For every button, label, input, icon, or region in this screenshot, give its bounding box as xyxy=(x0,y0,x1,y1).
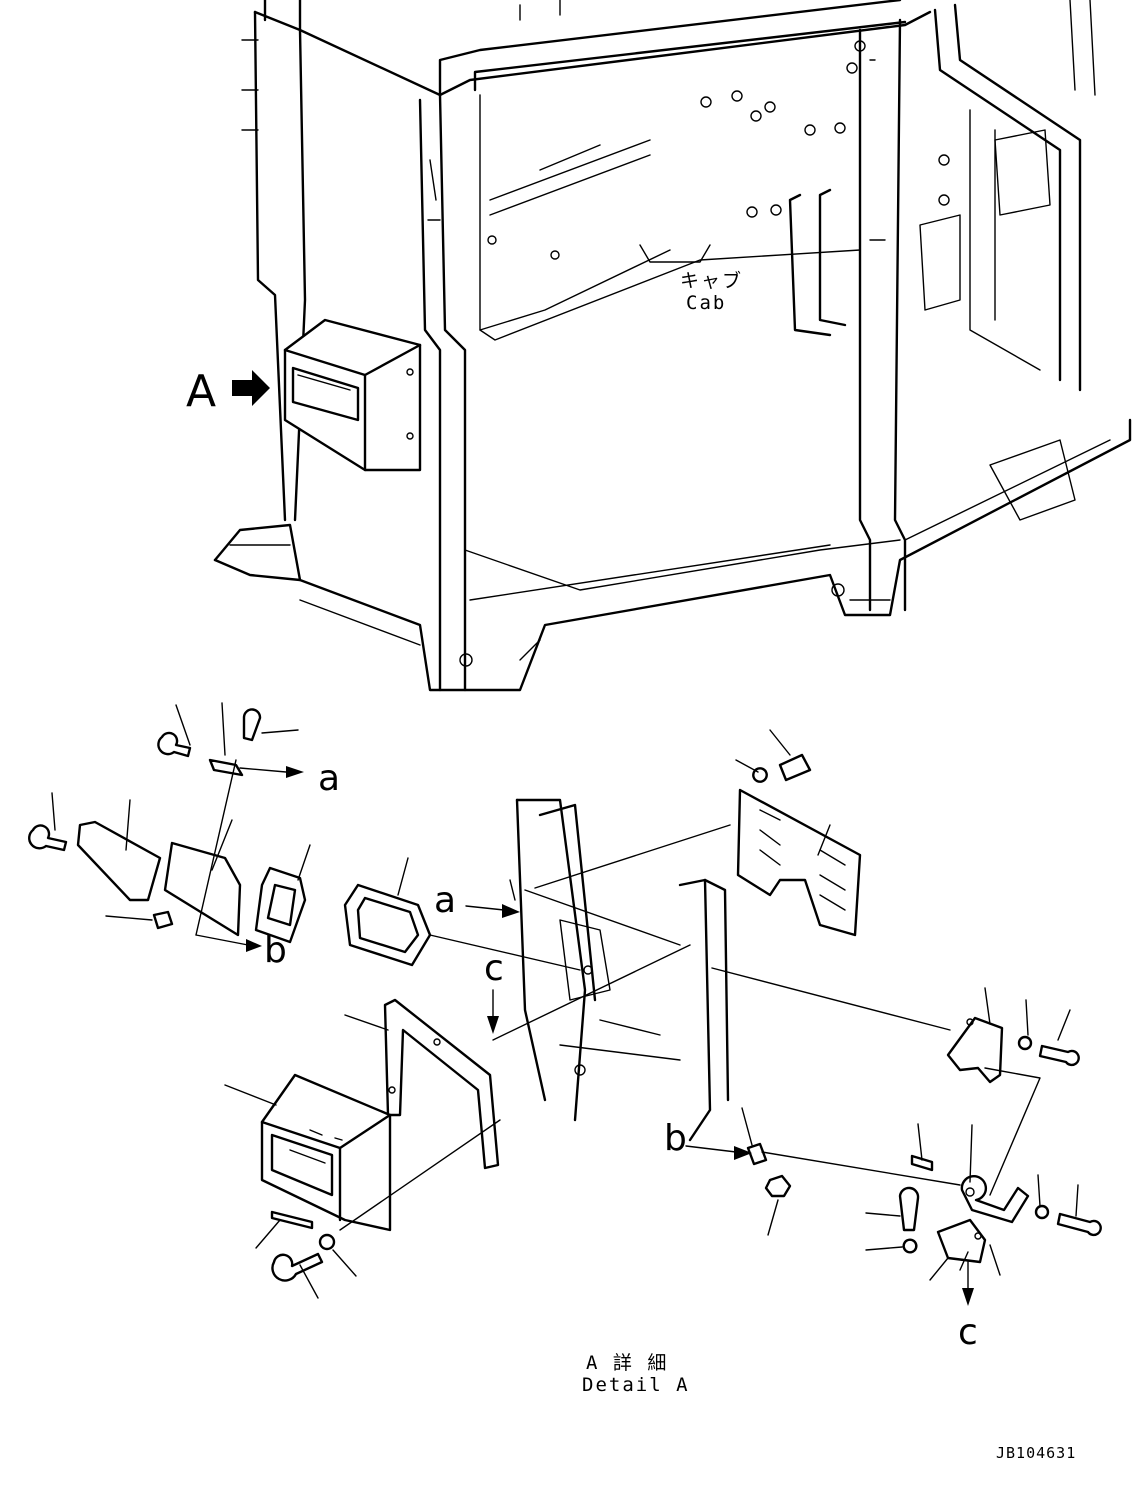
mounted-box xyxy=(283,318,422,472)
detail-label-jp: A 詳 細 xyxy=(586,1352,669,1374)
arrow-a-head xyxy=(286,766,304,778)
cab-label-jp: キャブ xyxy=(680,270,744,292)
ref-b-right: b xyxy=(664,1118,687,1159)
detail-label-en: Detail A xyxy=(582,1374,690,1396)
latch-assembly xyxy=(685,1107,1102,1306)
right-cover-plate xyxy=(735,729,862,937)
left-cover-plates xyxy=(28,759,262,952)
arrow-b-head-left xyxy=(246,939,262,952)
gaskets xyxy=(254,844,581,971)
drawing-number: JB104631 xyxy=(996,1444,1077,1462)
frame-plate xyxy=(344,944,691,1170)
ref-a-pillar: a xyxy=(434,880,457,921)
ref-c-upper: c xyxy=(484,948,504,989)
exploded-box xyxy=(224,1073,501,1232)
upper-left-bolts xyxy=(157,702,304,778)
arrow-c-head-upper xyxy=(487,1016,499,1034)
cab-label-en: Cab xyxy=(686,292,727,314)
cab-frame xyxy=(213,0,1132,692)
arrow-b-head-right xyxy=(734,1146,752,1160)
lower-left-hardware xyxy=(255,1210,357,1299)
hinge-bracket xyxy=(711,967,1080,1196)
arrow-c-head-lower xyxy=(962,1288,974,1306)
ref-c-lower: c xyxy=(958,1312,978,1353)
view-a-marker: A xyxy=(186,366,217,417)
view-a-arrow xyxy=(232,370,270,406)
pillar-bracket xyxy=(509,798,731,1142)
ref-a-top: a xyxy=(318,758,341,799)
ref-b-left: b xyxy=(264,930,287,971)
arrow-a-head-pillar xyxy=(502,904,520,918)
